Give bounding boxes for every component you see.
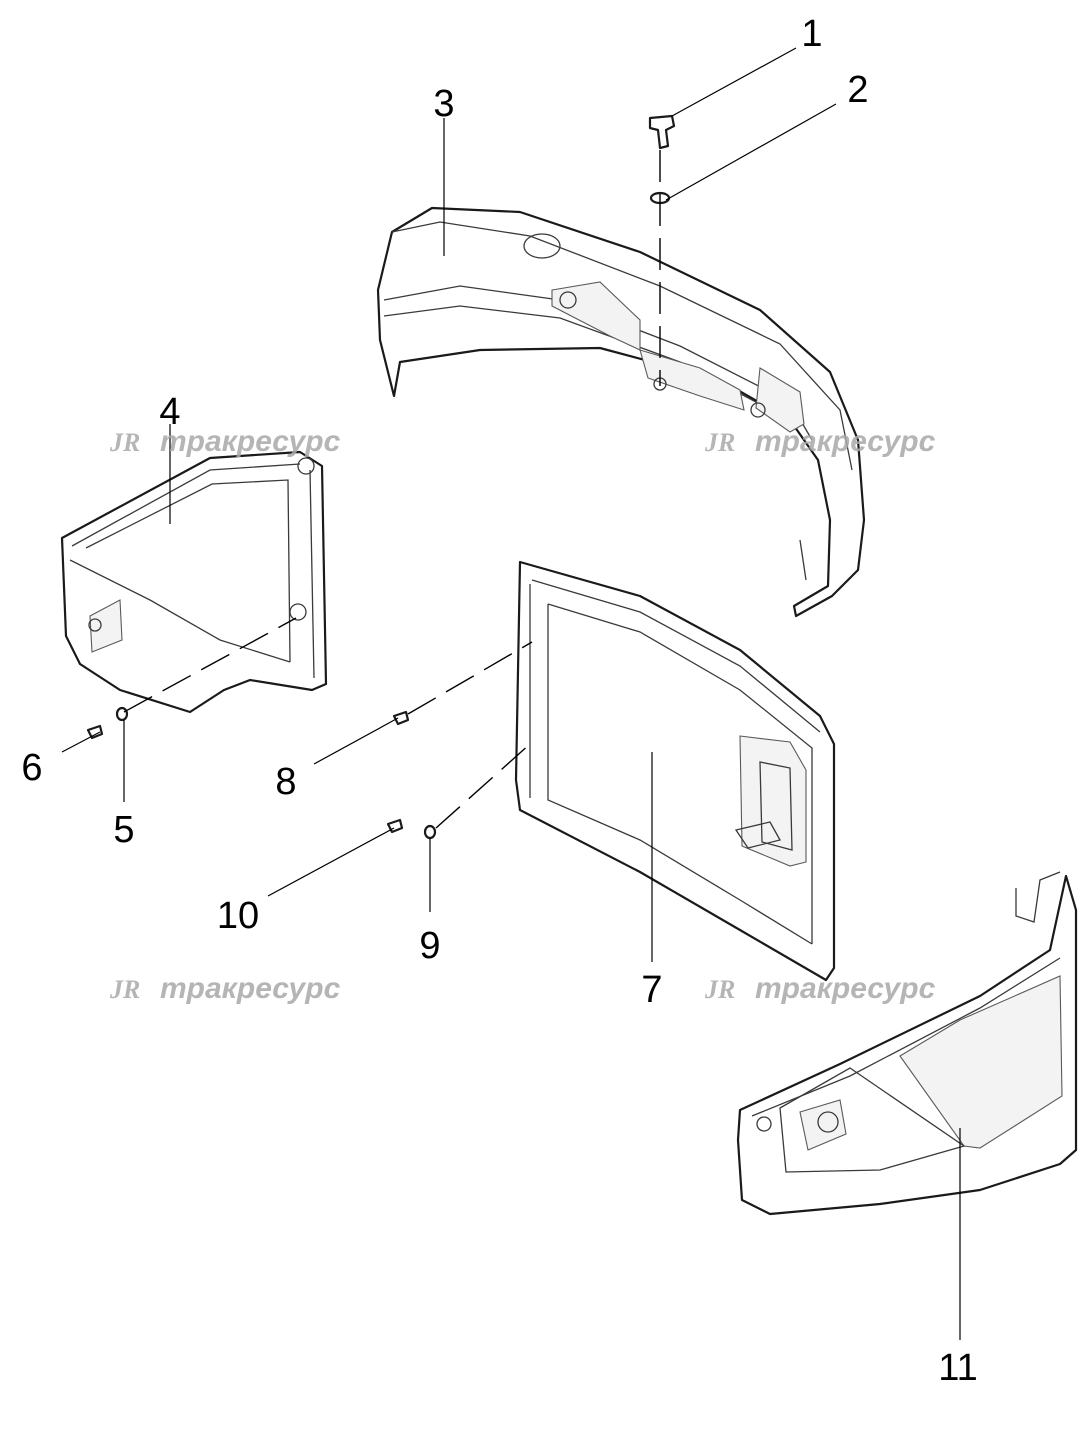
- part-4-left-side-panel: [60, 450, 328, 714]
- fastener-9-washer: [423, 824, 437, 840]
- callout-9: 9: [419, 925, 440, 967]
- fastener-6-screw: [86, 724, 104, 740]
- part-7-door-panel: [514, 560, 836, 982]
- fastener-1-bolt: [648, 114, 676, 150]
- leader-8: [313, 717, 399, 765]
- callout-8: 8: [275, 761, 296, 803]
- watermark-logo: JR: [704, 428, 735, 457]
- callout-7: 7: [641, 969, 662, 1011]
- watermark-logo: JR: [704, 975, 735, 1004]
- watermark-text: тракресурс: [160, 425, 341, 458]
- part-11-right-side-panel: [736, 871, 1078, 1216]
- watermark-bottom-right: JR тракресурс: [704, 972, 936, 1005]
- watermark-top-left: JR тракресурс: [109, 425, 341, 458]
- leader-6: [61, 731, 101, 753]
- callout-4: 4: [159, 391, 180, 433]
- callout-6: 6: [21, 747, 42, 789]
- watermark-bottom-left: JR тракресурс: [109, 972, 341, 1005]
- callout-1: 1: [801, 13, 822, 55]
- watermark-text: тракресурс: [755, 425, 936, 458]
- assembly-line-upper-door: [407, 641, 533, 715]
- assembly-line-part4: [123, 617, 297, 713]
- leader-1: [671, 47, 797, 117]
- leader-10: [267, 827, 395, 897]
- callout-3: 3: [433, 83, 454, 125]
- fastener-8-screw: [392, 710, 410, 726]
- watermark-text: тракресурс: [160, 972, 341, 1005]
- part-3-upper-housing: [376, 206, 866, 618]
- callout-11: 11: [938, 1347, 977, 1389]
- watermark-text: тракресурс: [755, 972, 936, 1005]
- callout-5: 5: [113, 809, 134, 851]
- watermark-logo: JR: [109, 975, 140, 1004]
- assembly-line-lower-door: [435, 743, 531, 829]
- callout-2: 2: [847, 69, 868, 111]
- fastener-5-washer: [115, 706, 129, 722]
- callout-10: 10: [217, 895, 259, 937]
- leader-2: [665, 103, 837, 201]
- watermark-logo: JR: [109, 428, 140, 457]
- watermark-top-right: JR тракресурс: [704, 425, 936, 458]
